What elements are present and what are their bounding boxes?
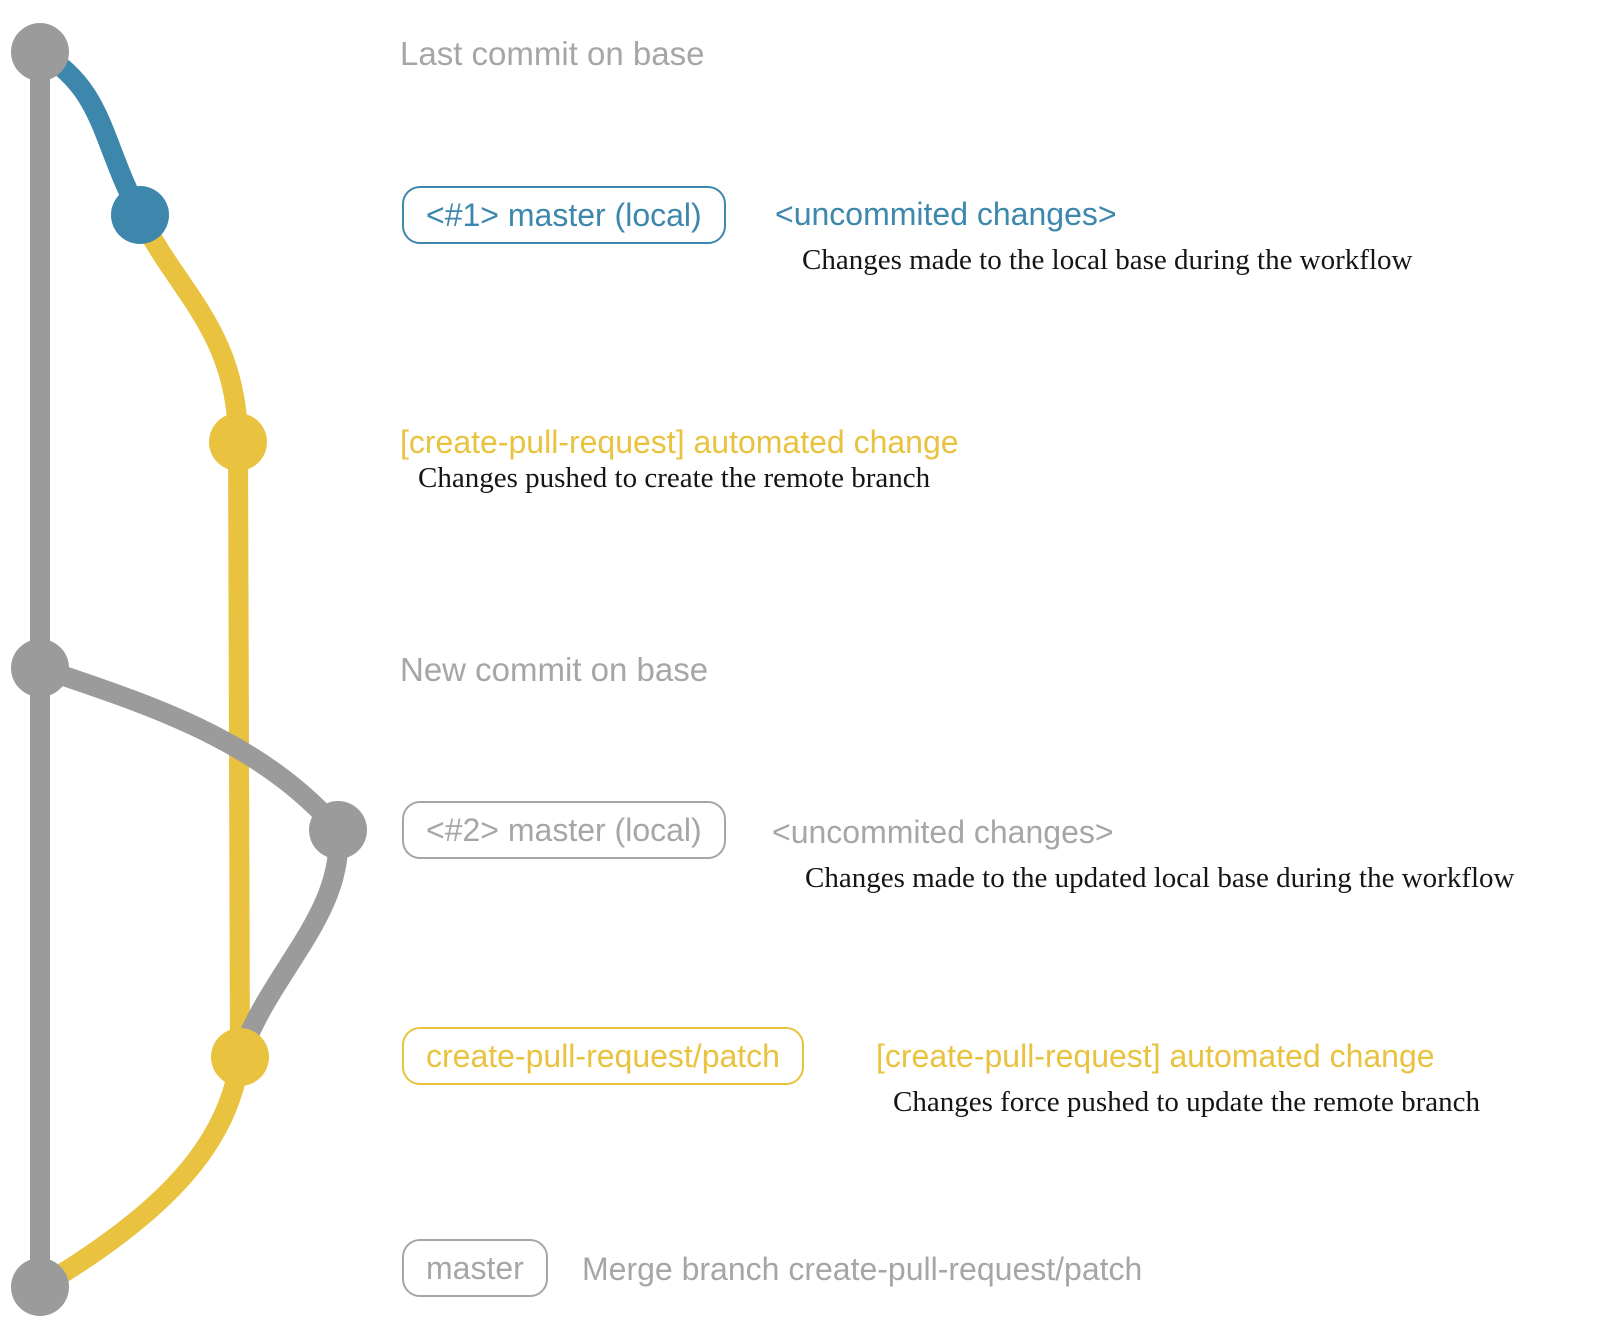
commit-message-uncommited-1: <uncommited changes>	[775, 196, 1117, 232]
description-force-push: Changes force pushed to update the remot…	[893, 1086, 1481, 1118]
commit-message-merge: Merge branch create-pull-request/patch	[582, 1251, 1143, 1287]
branch-off-to-remote	[130, 205, 248, 452]
remote-merge-to-base	[30, 1047, 250, 1297]
branch-tag-master-local-1: <#1> master (local)	[402, 186, 726, 244]
branch-tag-label: <#2> master (local)	[426, 811, 702, 848]
label-new-commit-on-base: New commit on base	[400, 651, 709, 688]
description-local-changes-1: Changes made to the local base during th…	[802, 244, 1413, 276]
branch-tag-master: master	[402, 1239, 548, 1297]
commit-auto-2	[211, 1028, 269, 1086]
branch-tag-label: create-pull-request/patch	[426, 1037, 780, 1074]
commit-local-1	[111, 186, 169, 244]
commit-message-automated-2: [create-pull-request] automated change	[876, 1038, 1435, 1074]
commit-message-automated-1: [create-pull-request] automated change	[400, 424, 959, 460]
description-local-changes-2: Changes made to the updated local base d…	[805, 862, 1515, 894]
commit-auto-1	[209, 413, 267, 471]
commit-merge	[11, 1258, 69, 1316]
branch-tag-label: <#1> master (local)	[426, 196, 702, 233]
branch-tag-create-pull-request-patch: create-pull-request/patch	[402, 1027, 804, 1085]
commit-message-uncommited-2: <uncommited changes>	[772, 814, 1114, 850]
branch-tag-label: master	[426, 1249, 524, 1286]
commit-new-base	[11, 639, 69, 697]
local-2-to-remote	[230, 820, 349, 1067]
branch-off-local-2	[30, 658, 348, 840]
description-push-remote: Changes pushed to create the remote bran…	[418, 462, 931, 494]
branch-tag-master-local-2: <#2> master (local)	[402, 801, 726, 859]
label-last-commit-on-base: Last commit on base	[400, 35, 705, 72]
commit-local-2	[309, 801, 367, 859]
commit-last-base	[11, 23, 69, 81]
git-graph	[11, 23, 367, 1316]
